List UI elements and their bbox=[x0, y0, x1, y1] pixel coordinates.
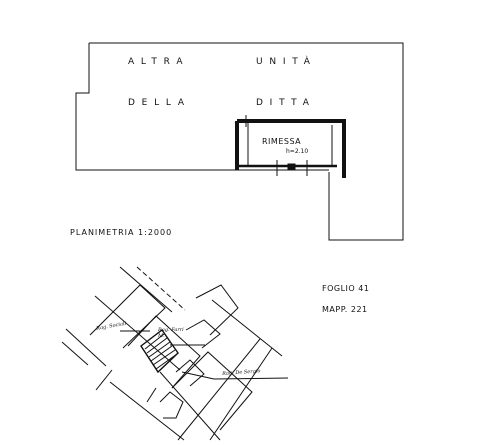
building-outline bbox=[75, 42, 404, 241]
garage-room bbox=[235, 115, 346, 178]
sheet-number: FOGLIO 41 bbox=[322, 284, 370, 293]
scale-label: PLANIMETRIA 1:2000 bbox=[70, 228, 173, 237]
label-altra: ALTRA bbox=[128, 57, 190, 67]
label-della: DELLA bbox=[128, 98, 191, 108]
neighbor-label-farri: Rag. Farri M. bbox=[158, 327, 184, 339]
label-unita: UNITÀ bbox=[256, 57, 317, 67]
label-ditta: DITTA bbox=[256, 98, 316, 108]
hatched-parcel bbox=[140, 329, 179, 374]
site-plan bbox=[61, 266, 289, 441]
room-height: h=2.10 bbox=[286, 148, 309, 155]
room-name: RIMESSA bbox=[262, 137, 302, 146]
parcel-number: MAPP. 221 bbox=[322, 305, 368, 314]
